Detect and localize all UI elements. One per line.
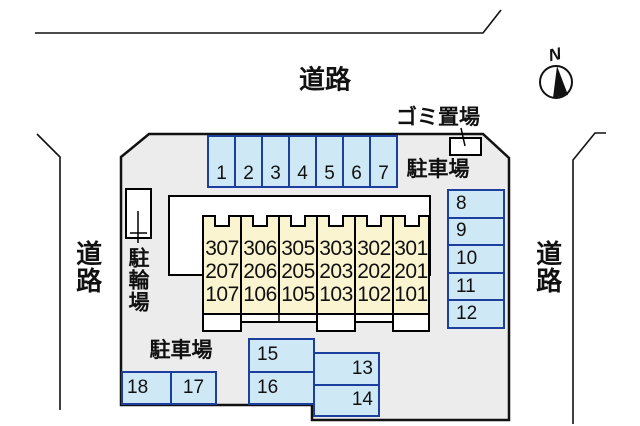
- parking-stall-17: 17: [170, 373, 215, 403]
- building-unit-column: [392, 215, 430, 315]
- room-number-101: 101: [394, 283, 428, 306]
- garbage-pointer-line: [460, 127, 466, 147]
- parking-stall-1: 1: [216, 163, 227, 184]
- room-number-302: 302: [357, 237, 391, 260]
- parking-stall-10: 10: [449, 244, 503, 272]
- parking-block-15-16: 15 16: [248, 338, 315, 405]
- room-number-307: 307: [205, 237, 239, 260]
- room-number-206: 206: [243, 260, 277, 283]
- room-number-305: 305: [281, 237, 315, 260]
- garbage-label: ゴミ置場: [396, 105, 480, 129]
- parking-column-right: 8 9 10 11 12: [447, 189, 505, 329]
- parking-stall-16: 16: [250, 370, 313, 404]
- parking-stall-12: 12: [449, 299, 503, 327]
- parking-stall-11: 11: [449, 271, 503, 300]
- parking-block-13-14: 13 14: [313, 352, 380, 417]
- parking-label-top: 駐車場: [406, 157, 470, 181]
- room-number-306: 306: [243, 237, 277, 260]
- room-number-202: 202: [357, 260, 391, 283]
- parking-row-top: 1 2 3 4 5 6 7: [207, 135, 398, 188]
- parking-stall-14: 14: [315, 383, 378, 416]
- building-entrance-tab: [202, 313, 242, 332]
- building-entrance-tab: [392, 313, 430, 332]
- road-edge-right: [572, 132, 606, 424]
- building-entrance-tab: [316, 313, 356, 332]
- room-number-201: 201: [394, 260, 428, 283]
- parking-label-bottom: 駐車場: [149, 338, 213, 362]
- parking-stall-2: 2: [234, 137, 261, 186]
- parking-stall-3: 3: [261, 137, 288, 186]
- road-label-left: 道路: [72, 240, 103, 294]
- room-number-205: 205: [281, 260, 315, 283]
- road-edge-top: [35, 9, 502, 34]
- parking-stall-8: 8: [456, 192, 467, 214]
- room-number-303: 303: [319, 237, 353, 260]
- garbage-area-box: [449, 137, 482, 156]
- room-number-102: 102: [357, 283, 391, 306]
- road-label-top: 道路: [298, 64, 352, 95]
- parking-stall-6: 6: [342, 137, 369, 186]
- parking-stall-9: 9: [449, 216, 503, 245]
- room-number-207: 207: [205, 260, 239, 283]
- room-number-106: 106: [243, 283, 277, 306]
- parking-stall-5: 5: [315, 137, 342, 186]
- parking-stall-4: 4: [288, 137, 315, 186]
- parking-stall-15: 15: [257, 344, 279, 366]
- room-number-203: 203: [319, 260, 353, 283]
- road-edge-left: [36, 133, 61, 410]
- compass-needle-icon: [553, 66, 568, 98]
- room-number-107: 107: [205, 283, 239, 306]
- road-label-right: 道路: [532, 240, 563, 294]
- room-number-105: 105: [281, 283, 315, 306]
- room-number-103: 103: [319, 283, 353, 306]
- room-number-301: 301: [394, 237, 428, 260]
- parking-stall-13: 13: [351, 357, 373, 379]
- parking-stall-7: 7: [369, 137, 396, 186]
- bicycle-label: 駐輪場: [126, 247, 150, 313]
- parking-block-18-17: 18 17: [121, 371, 217, 405]
- parking-stall-18: 18: [127, 377, 149, 398]
